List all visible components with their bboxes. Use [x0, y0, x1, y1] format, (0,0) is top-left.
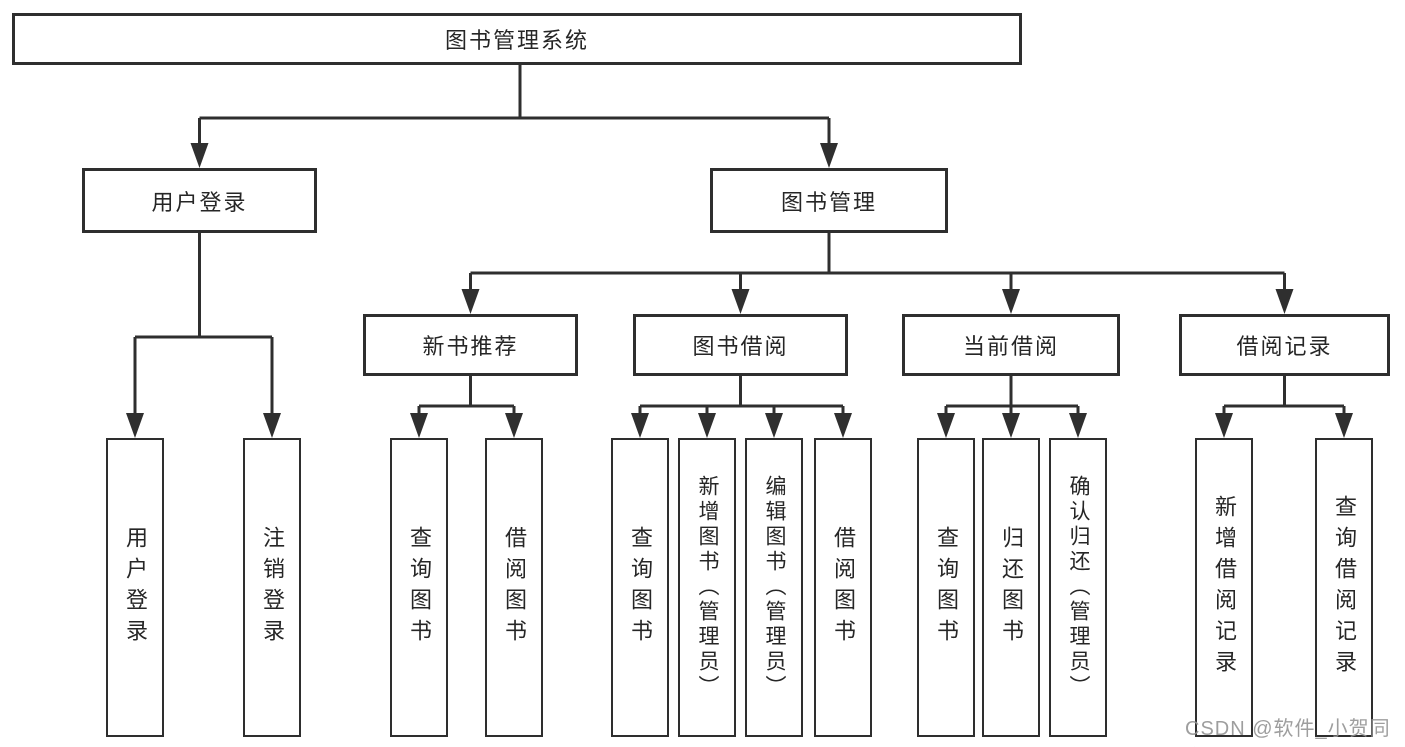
node-leaf-records-query: 查询借阅记录: [1315, 438, 1373, 737]
node-leaf-newbooks-borrow: 借阅图书: [485, 438, 543, 737]
node-leaf-borrow-add-admin: 新增图书（管理员）: [678, 438, 736, 737]
node-leaf-current-query: 查询图书: [917, 438, 975, 737]
node-leaf-current-confirm-admin: 确认归还（管理员）: [1049, 438, 1107, 737]
node-new-book-recommend: 新书推荐: [363, 314, 578, 376]
arrowheads: [126, 143, 1353, 438]
node-current-borrow: 当前借阅: [902, 314, 1120, 376]
node-borrow-records: 借阅记录: [1179, 314, 1390, 376]
node-leaf-logout: 注销登录: [243, 438, 301, 737]
node-leaf-current-return: 归还图书: [982, 438, 1040, 737]
node-leaf-newbooks-query: 查询图书: [390, 438, 448, 737]
watermark-text: CSDN @软件_小贺同学: [1185, 718, 1391, 740]
node-user-login: 用户登录: [82, 168, 317, 233]
node-leaf-records-add: 新增借阅记录: [1195, 438, 1253, 737]
node-book-borrow: 图书借阅: [633, 314, 848, 376]
node-leaf-borrow-edit-admin: 编辑图书（管理员）: [745, 438, 803, 737]
node-root: 图书管理系统: [12, 13, 1022, 65]
node-leaf-user-login: 用户登录: [106, 438, 164, 737]
node-book-management: 图书管理: [710, 168, 948, 233]
node-leaf-borrow-query: 查询图书: [611, 438, 669, 737]
node-leaf-borrow-borrow: 借阅图书: [814, 438, 872, 737]
